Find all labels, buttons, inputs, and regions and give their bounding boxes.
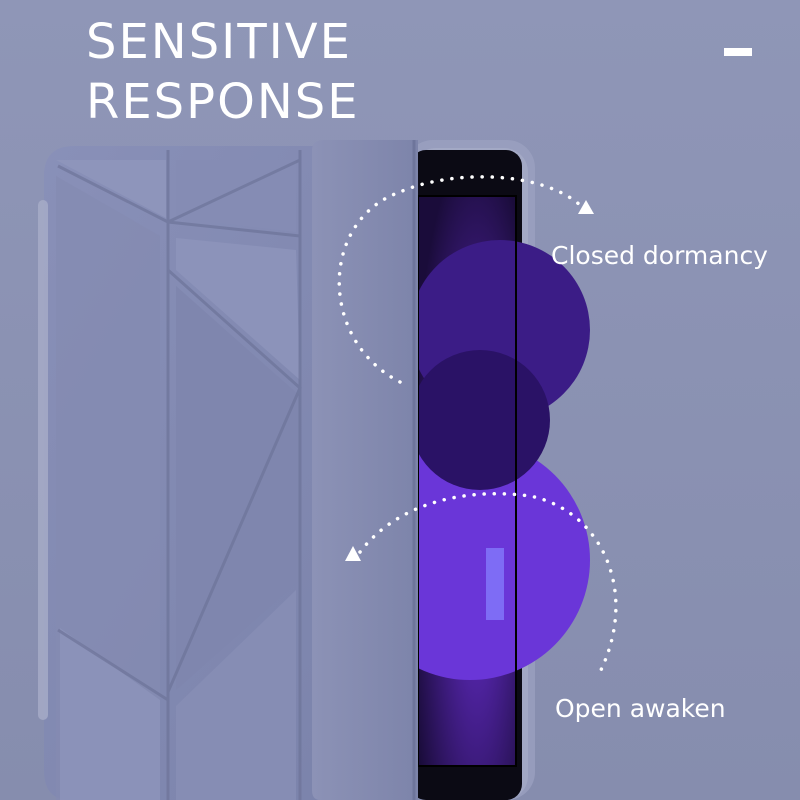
arrowhead-up-icon	[345, 546, 361, 561]
headline-line2: RESPONSE	[86, 74, 360, 130]
open-awaken-arrow	[345, 492, 618, 674]
arrowhead-up-icon	[578, 200, 594, 214]
front-flap	[312, 140, 418, 800]
caption-open-awaken: Open awaken	[555, 694, 726, 723]
headline-line1: SENSITIVE	[86, 14, 352, 70]
closed-dormancy-arrow	[337, 175, 594, 384]
minus-icon	[724, 48, 752, 56]
caption-closed-dormancy: Closed dormancy	[551, 241, 768, 270]
